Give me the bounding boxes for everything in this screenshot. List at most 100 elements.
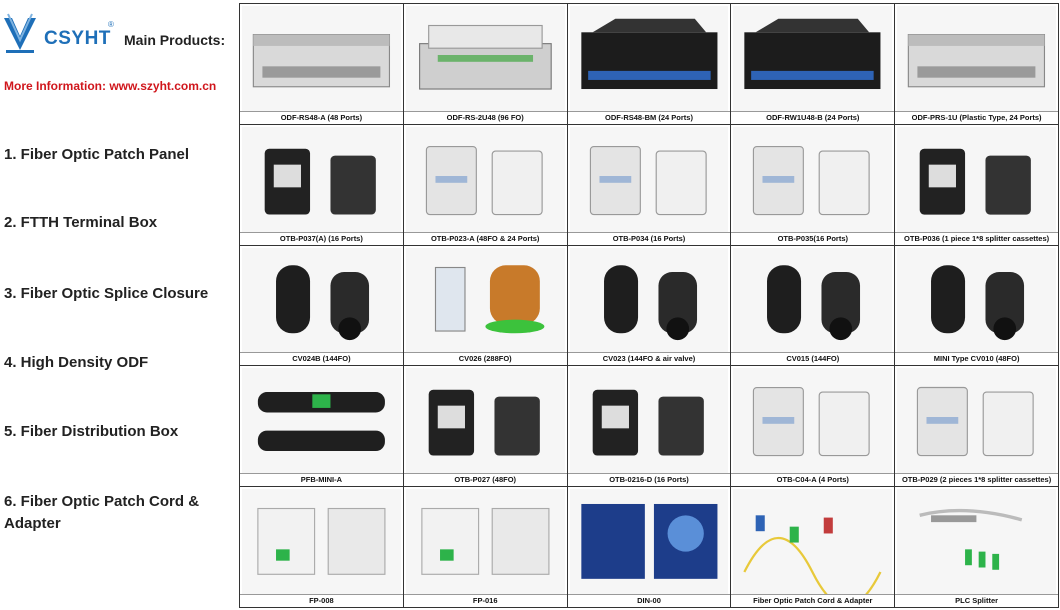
product-photo-icon xyxy=(917,387,1034,457)
product-photo-icon xyxy=(743,515,882,594)
product-image xyxy=(897,489,1056,594)
product-card[interactable]: OTB-P034 (16 Ports) xyxy=(567,124,732,246)
product-photo-icon xyxy=(580,504,718,580)
product-card[interactable]: ODF-RS48-A (48 Ports) xyxy=(240,4,404,125)
product-card[interactable]: PFB-MINI-A xyxy=(240,366,404,488)
product-caption: OTB-P035(16 Ports) xyxy=(731,231,895,245)
product-photo-icon xyxy=(425,145,543,215)
product-caption: MINI Type CV010 (48FO) xyxy=(895,352,1058,366)
category-ftth-terminal-box: 2. FTTH Terminal Box xyxy=(4,214,158,231)
product-card[interactable]: OTB-P035(16 Ports) xyxy=(731,124,896,246)
product-photo-icon xyxy=(744,18,881,90)
product-caption: OTB-P029 (2 pieces 1*8 splitter cassette… xyxy=(895,473,1058,487)
product-card[interactable]: ODF-RW1U48-B (24 Ports) xyxy=(731,4,896,125)
product-photo-icon xyxy=(753,387,871,457)
product-caption: OTB-P036 (1 piece 1*8 splitter cassettes… xyxy=(895,231,1058,245)
product-caption: ODF-RS-2U48 (96 FO) xyxy=(403,110,567,124)
product-photo-icon xyxy=(252,34,391,88)
product-card[interactable]: Fiber Optic Patch Cord & Adapter xyxy=(731,487,896,608)
product-photo-icon xyxy=(434,264,545,333)
product-photo-icon xyxy=(919,509,1023,570)
product-card[interactable]: OTB-P023-A (48FO & 24 Ports) xyxy=(403,124,568,246)
product-caption: ODF-RS48-BM (24 Ports) xyxy=(567,110,731,124)
product-card[interactable]: CV015 (144FO) xyxy=(731,245,896,367)
product-card[interactable]: ODF-RS48-BM (24 Ports) xyxy=(567,4,732,125)
product-card[interactable]: OTB-P036 (1 piece 1*8 splitter cassettes… xyxy=(895,124,1059,246)
product-image xyxy=(569,368,729,474)
product-photo-icon xyxy=(264,148,376,215)
product-caption: DIN-00 xyxy=(567,594,731,607)
product-image xyxy=(897,126,1056,232)
product-caption: Fiber Optic Patch Cord & Adapter xyxy=(731,594,895,607)
product-photo-icon xyxy=(276,264,370,340)
product-caption: ODF-RS48-A (48 Ports) xyxy=(240,110,403,124)
product-caption: CV015 (144FO) xyxy=(731,352,895,366)
product-image xyxy=(242,6,401,111)
product-card[interactable]: DIN-00 xyxy=(567,487,732,608)
product-image xyxy=(733,247,893,353)
product-image xyxy=(897,6,1056,111)
category-patch-panel: 1. Fiber Optic Patch Panel xyxy=(4,146,190,163)
product-card[interactable]: FP-016 xyxy=(403,487,568,608)
product-photo-icon xyxy=(592,390,704,456)
product-card[interactable]: OTB-0216-D (16 Ports) xyxy=(567,366,732,488)
product-caption: PLC Splitter xyxy=(895,594,1058,607)
brand-name: CSYHT xyxy=(44,28,111,49)
product-photo-icon xyxy=(421,508,550,576)
category-splice-closure: 3. Fiber Optic Splice Closure xyxy=(4,285,209,302)
product-photo-icon xyxy=(753,145,871,215)
product-card[interactable]: ODF-RS-2U48 (96 FO) xyxy=(403,4,568,125)
product-photo-icon xyxy=(418,24,552,90)
category-patch-cord-adapter: 6. Fiber Optic Patch Cord & Adapter xyxy=(4,493,200,532)
product-card[interactable]: PLC Splitter xyxy=(895,487,1059,608)
product-photo-icon xyxy=(257,508,386,576)
product-card[interactable]: OTB-C04-A (4 Ports) xyxy=(731,366,896,488)
product-photo-icon xyxy=(603,264,697,340)
product-photo-icon xyxy=(907,34,1046,88)
product-image xyxy=(242,368,401,474)
product-photo-icon xyxy=(257,392,385,452)
product-image xyxy=(733,489,893,594)
product-caption: FP-016 xyxy=(403,594,567,607)
product-image xyxy=(405,126,565,232)
product-image xyxy=(242,247,401,353)
product-caption: OTB-P037(A) (16 Ports) xyxy=(240,231,403,245)
product-card[interactable]: CV023 (144FO & air valve) xyxy=(567,245,732,367)
product-card[interactable]: CV026 (288FO) xyxy=(403,245,568,367)
product-photo-icon xyxy=(931,264,1025,340)
product-card[interactable]: OTB-P029 (2 pieces 1*8 splitter cassette… xyxy=(895,366,1059,488)
product-caption: ODF-PRS-1U (Plastic Type, 24 Ports) xyxy=(895,110,1058,124)
category-high-density-odf: 4. High Density ODF xyxy=(4,354,149,371)
product-card[interactable]: OTB-P037(A) (16 Ports) xyxy=(240,124,404,246)
product-card[interactable]: ODF-PRS-1U (Plastic Type, 24 Ports) xyxy=(895,4,1059,125)
product-caption: OTB-0216-D (16 Ports) xyxy=(567,473,731,487)
product-image xyxy=(405,6,565,111)
product-card[interactable]: CV024B (144FO) xyxy=(240,245,404,367)
category-distribution-box: 5. Fiber Distribution Box xyxy=(4,423,179,440)
product-caption: PFB-MINI-A xyxy=(240,473,403,487)
product-image xyxy=(897,247,1056,353)
product-image xyxy=(733,6,893,111)
product-image xyxy=(569,126,729,232)
product-photo-icon xyxy=(580,18,718,90)
product-caption: OTB-C04-A (4 Ports) xyxy=(731,473,895,487)
more-information-link[interactable]: More Information: www.szyht.com.cn xyxy=(4,79,217,93)
product-photo-icon xyxy=(767,264,861,340)
product-card[interactable]: FP-008 xyxy=(240,487,404,608)
product-image xyxy=(733,126,893,232)
product-image xyxy=(405,247,565,353)
product-photo-icon xyxy=(589,145,707,215)
product-image xyxy=(569,247,729,353)
product-caption: FP-008 xyxy=(240,594,403,607)
product-image xyxy=(405,489,565,594)
product-photo-icon xyxy=(919,148,1032,215)
product-card[interactable]: MINI Type CV010 (48FO) xyxy=(895,245,1059,367)
product-caption: OTB-P034 (16 Ports) xyxy=(567,231,731,245)
product-grid: ODF-RS48-A (48 Ports)ODF-RS-2U48 (96 FO)… xyxy=(239,3,1059,608)
main-products-heading: Main Products: xyxy=(124,32,226,48)
product-image xyxy=(405,368,565,474)
product-caption: CV023 (144FO & air valve) xyxy=(567,352,731,366)
product-image xyxy=(242,489,401,594)
product-card[interactable]: OTB-P027 (48FO) xyxy=(403,366,568,488)
product-image xyxy=(569,6,729,111)
